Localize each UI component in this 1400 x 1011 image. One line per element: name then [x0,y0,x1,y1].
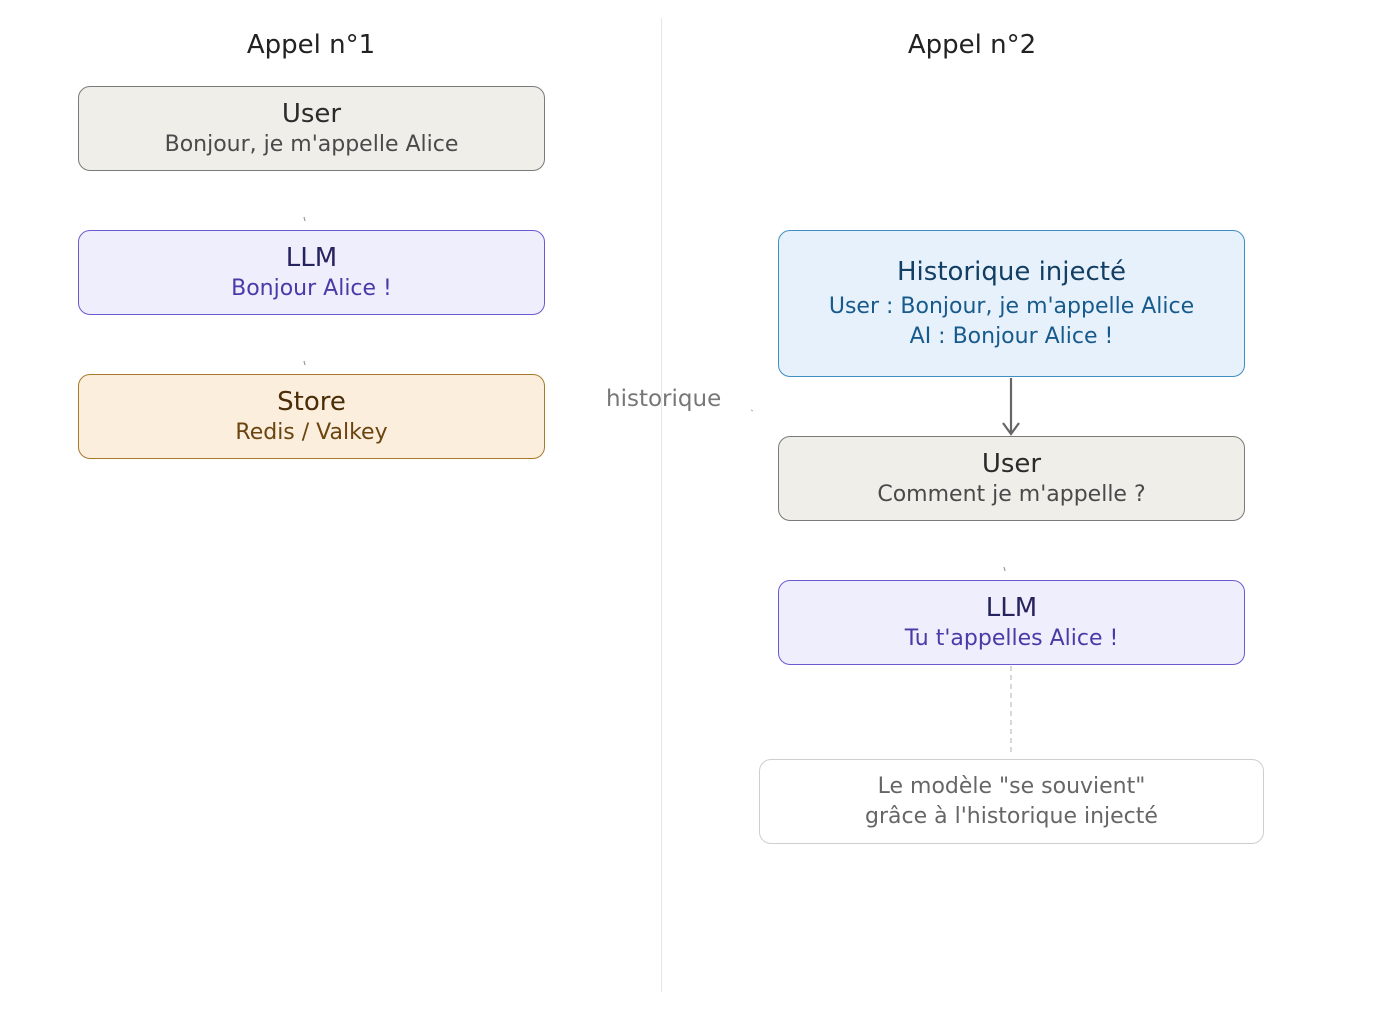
call1-llm-text: Bonjour Alice ! [231,275,392,301]
call2-title: Appel n°2 [907,30,1037,60]
call2-history-line1: User : Bonjour, je m'appelle Alice [828,293,1195,319]
column-divider [661,18,662,992]
call2-note-line2: grâce à l'historique injecté [865,803,1158,829]
history-connector-stub [750,409,754,412]
call2-note-node: Le modèle "se souvient" grâce à l'histor… [759,759,1264,844]
call2-user-node: User Comment je m'appelle ? [778,436,1245,521]
call2-user-text: Comment je m'appelle ? [877,481,1146,507]
call2-llm-title: LLM [985,592,1038,623]
call2-user-title: User [981,448,1042,479]
history-edge-label: historique [606,386,722,412]
call2-llm-node: LLM Tu t'appelles Alice ! [778,580,1245,665]
call2-connector-user-llm [1003,566,1006,572]
call1-user-title: User [281,98,342,129]
history-arrowhead [1002,422,1020,436]
call1-user-text: Bonjour, je m'appelle Alice [164,131,459,157]
call1-llm-node: LLM Bonjour Alice ! [78,230,545,315]
call1-connector-user-llm [303,216,306,222]
call1-store-node: Store Redis / Valkey [78,374,545,459]
call1-store-title: Store [277,386,346,417]
call1-connector-llm-store [303,360,306,366]
call2-history-title: Historique injecté [897,256,1126,287]
call1-llm-title: LLM [285,242,338,273]
call2-llm-text: Tu t'appelles Alice ! [904,625,1119,651]
call2-history-node: Historique injecté User : Bonjour, je m'… [778,230,1245,377]
call1-user-node: User Bonjour, je m'appelle Alice [78,86,545,171]
call2-history-line2: AI : Bonjour Alice ! [909,323,1114,349]
call1-store-text: Redis / Valkey [235,419,388,445]
call1-title: Appel n°1 [246,30,376,60]
call2-note-line1: Le modèle "se souvient" [877,773,1146,799]
